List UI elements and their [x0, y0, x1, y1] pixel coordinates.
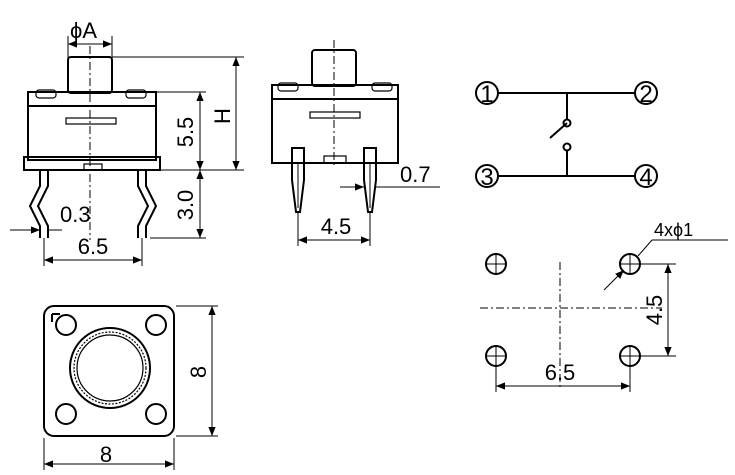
pin4-label: 4 — [639, 164, 652, 191]
footprint-horizontal-label: 6.5 — [545, 360, 576, 385]
schematic: 1 2 3 4 — [475, 81, 658, 191]
hole-spec-label: 4xϕ1 — [654, 220, 693, 240]
body-height-label: 5.5 — [173, 117, 198, 148]
lead-left — [28, 170, 49, 238]
front-lead-spacing-label: 4.5 — [321, 214, 352, 239]
lead-spacing-label: 6.5 — [78, 234, 109, 259]
pin1-label: 1 — [480, 81, 493, 108]
top-width-label: 8 — [100, 442, 112, 467]
top-body — [43, 305, 175, 437]
height-h-label: H — [210, 108, 235, 124]
diameter-a-label: ϕA — [70, 18, 97, 43]
pin3-circle — [475, 164, 499, 188]
lead-thickness-label: 0.3 — [60, 202, 91, 227]
pin3-label: 3 — [480, 164, 493, 191]
lead-front-left — [291, 147, 305, 213]
front-view: 0.7 4.5 — [271, 40, 440, 246]
lead-length-label: 3.0 — [173, 190, 198, 221]
pin2-circle — [634, 81, 658, 105]
plunger-top — [69, 327, 151, 409]
pin2-label: 2 — [639, 81, 652, 108]
cover-side — [27, 91, 157, 107]
top-view: 8 8 — [43, 305, 218, 470]
footprint-vertical-label: 4.5 — [642, 295, 667, 326]
lead-front-right — [363, 147, 377, 213]
pin4-circle — [634, 164, 658, 188]
footprint: 4xϕ1 4.5 6.5 — [480, 220, 728, 392]
lead-right — [137, 170, 158, 238]
pin1-circle — [475, 81, 499, 105]
top-height-label: 8 — [186, 366, 211, 378]
lead-width-label: 0.7 — [400, 162, 431, 187]
body-side — [27, 105, 157, 161]
side-view: ϕA H 5.5 3.0 0.3 6.5 — [10, 18, 244, 266]
